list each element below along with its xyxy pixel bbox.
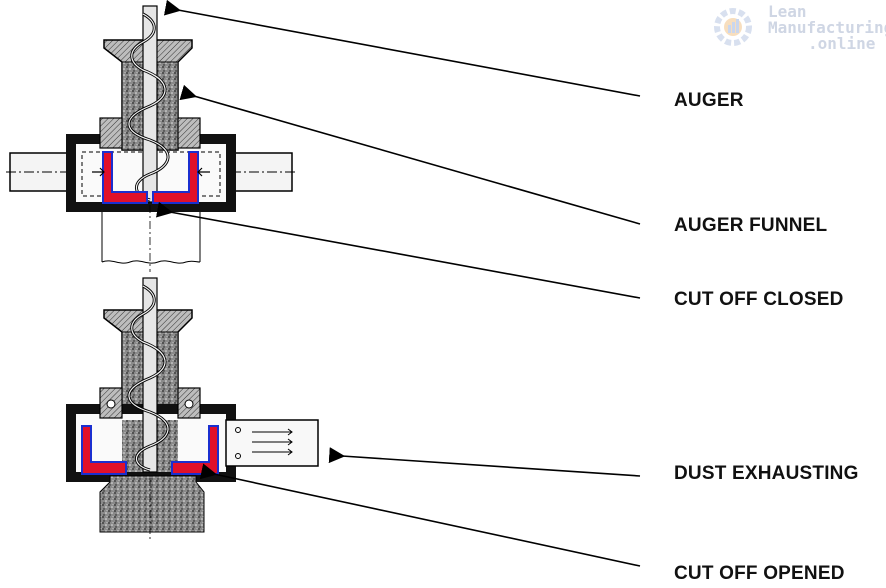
watermark-line-2: Manufacturing: [768, 18, 886, 37]
watermark-line-3: .online: [808, 34, 876, 53]
watermark-line-1: Lean: [768, 2, 807, 21]
cut-off-seal-left: [102, 151, 148, 204]
gear-icon: [714, 8, 752, 46]
bottom-assembly: [66, 277, 319, 540]
leader-arrows: [155, 0, 641, 567]
right-actuator-rod: [195, 152, 296, 192]
arrow-auger: [163, 0, 641, 97]
label-auger-funnel: AUGER FUNNEL: [674, 215, 828, 236]
cut-off-housing: [66, 134, 236, 212]
top-assembly: [6, 5, 296, 272]
dust-exhaust-duct: [225, 419, 319, 467]
cut-off-seal-right: [152, 151, 199, 204]
auger-shaft-lower: [127, 277, 170, 473]
arrow-auger-funnel: [179, 84, 641, 225]
cut-off-seal-open-right: [171, 425, 219, 475]
watermark-logo: Lean Manufacturing .online: [710, 2, 886, 58]
arrow-dust-exhausting: [328, 447, 641, 477]
auger-shaft: [127, 5, 170, 203]
cut-off-seal-open-left: [81, 425, 127, 475]
container-empty: [101, 205, 201, 272]
arrow-cut-off-opened: [199, 463, 641, 567]
container-filled: [99, 475, 205, 540]
arrow-cut-off-closed: [155, 201, 641, 299]
label-dust-exhausting: DUST EXHAUSTING: [674, 463, 859, 484]
label-auger: AUGER: [674, 90, 744, 111]
label-cut-off-opened: CUT OFF OPENED: [674, 563, 845, 584]
label-cut-off-closed: CUT OFF CLOSED: [674, 289, 844, 310]
